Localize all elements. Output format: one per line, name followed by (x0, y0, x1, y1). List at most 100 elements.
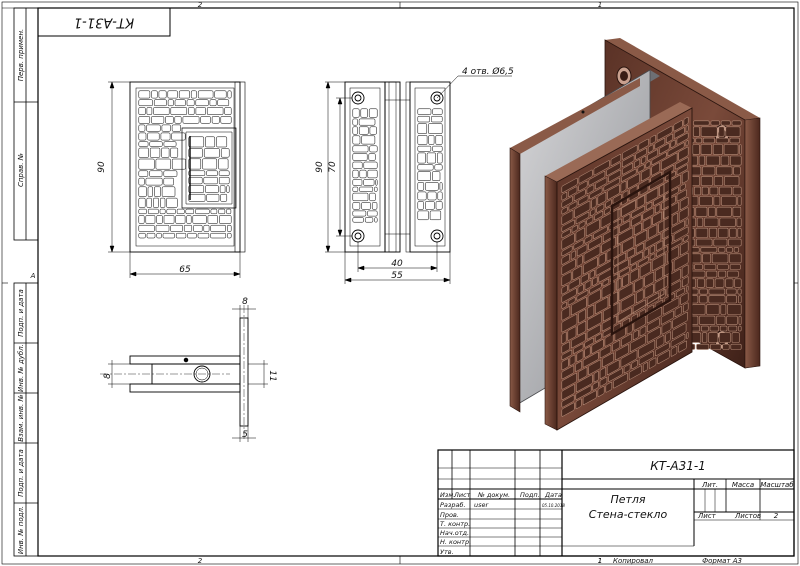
dim-top-thickness: 8 (242, 297, 248, 307)
stone (647, 144, 654, 153)
stone (649, 134, 656, 145)
stone (644, 283, 654, 299)
stone (188, 170, 206, 176)
stone (719, 332, 731, 343)
stone (592, 276, 598, 286)
stone (138, 170, 149, 177)
stone (599, 367, 606, 379)
top-dimensions (108, 305, 268, 442)
stone (573, 239, 584, 250)
stone (729, 264, 741, 270)
stone (149, 141, 163, 147)
stone (622, 213, 631, 223)
stone (706, 270, 718, 278)
svg-text:1: 1 (598, 557, 602, 565)
stone (561, 402, 575, 417)
stone (220, 148, 230, 158)
stone (730, 343, 742, 350)
stone (593, 226, 608, 239)
stone (195, 107, 206, 115)
stone (623, 364, 631, 374)
stone (158, 90, 167, 99)
stone (195, 99, 209, 107)
stone (692, 144, 700, 155)
stone (352, 186, 359, 192)
stone (699, 288, 708, 295)
svg-text:Листов: Листов (734, 512, 761, 520)
stone (187, 232, 197, 239)
stone (188, 148, 203, 158)
stone (654, 138, 666, 150)
stone (363, 161, 378, 169)
stone (586, 216, 594, 225)
stone (182, 116, 200, 124)
stone (722, 343, 730, 350)
stone (220, 116, 232, 124)
stone (561, 192, 568, 201)
stone (711, 253, 729, 264)
stone (226, 208, 232, 215)
stone (138, 107, 146, 115)
stone (686, 285, 689, 292)
stone (656, 240, 664, 251)
stone (138, 99, 153, 107)
stone (737, 196, 742, 206)
stone (417, 182, 425, 191)
stone (635, 148, 647, 160)
stone (138, 177, 145, 186)
stone (718, 247, 726, 253)
stone (417, 210, 429, 221)
stone (159, 208, 166, 215)
zone-bottom-left: 2 (198, 557, 203, 565)
stone (561, 314, 578, 333)
stone (561, 253, 570, 265)
stone (704, 217, 719, 227)
part-name-line2: Стена-стекло (589, 508, 668, 521)
stone (729, 227, 737, 238)
stone (716, 206, 732, 217)
stone (192, 215, 207, 224)
stone (432, 108, 443, 115)
dim-side-width-total: 55 (391, 271, 403, 281)
stone (720, 120, 731, 126)
stone (693, 126, 700, 137)
stone (359, 169, 367, 179)
stone (667, 142, 685, 157)
stone (651, 253, 666, 271)
stone (700, 176, 713, 186)
stone (571, 225, 578, 233)
stone (676, 164, 688, 175)
stone (374, 186, 378, 192)
stone (598, 252, 606, 266)
stone (701, 186, 709, 196)
stone (352, 153, 368, 161)
stone (729, 137, 740, 144)
stone (587, 289, 601, 307)
stone (561, 228, 571, 239)
stone (368, 153, 376, 161)
stone (713, 238, 728, 247)
stone (737, 288, 742, 295)
stone (585, 219, 600, 237)
stone (726, 247, 733, 253)
stone (702, 166, 716, 176)
stone (648, 224, 658, 239)
stone (197, 232, 210, 239)
svg-text:Подп.: Подп. (520, 491, 540, 499)
stone (209, 99, 217, 107)
stone (683, 116, 689, 126)
stone (218, 176, 230, 185)
stone (206, 107, 224, 115)
stone (200, 116, 211, 124)
stone (700, 247, 718, 253)
stone (728, 325, 738, 332)
stone (589, 282, 602, 294)
stone (651, 162, 660, 176)
stone (561, 259, 576, 275)
stone (608, 169, 622, 183)
stone (587, 312, 602, 330)
stone (682, 276, 689, 288)
stone (206, 170, 218, 176)
stone (630, 335, 646, 352)
stone (670, 346, 678, 357)
